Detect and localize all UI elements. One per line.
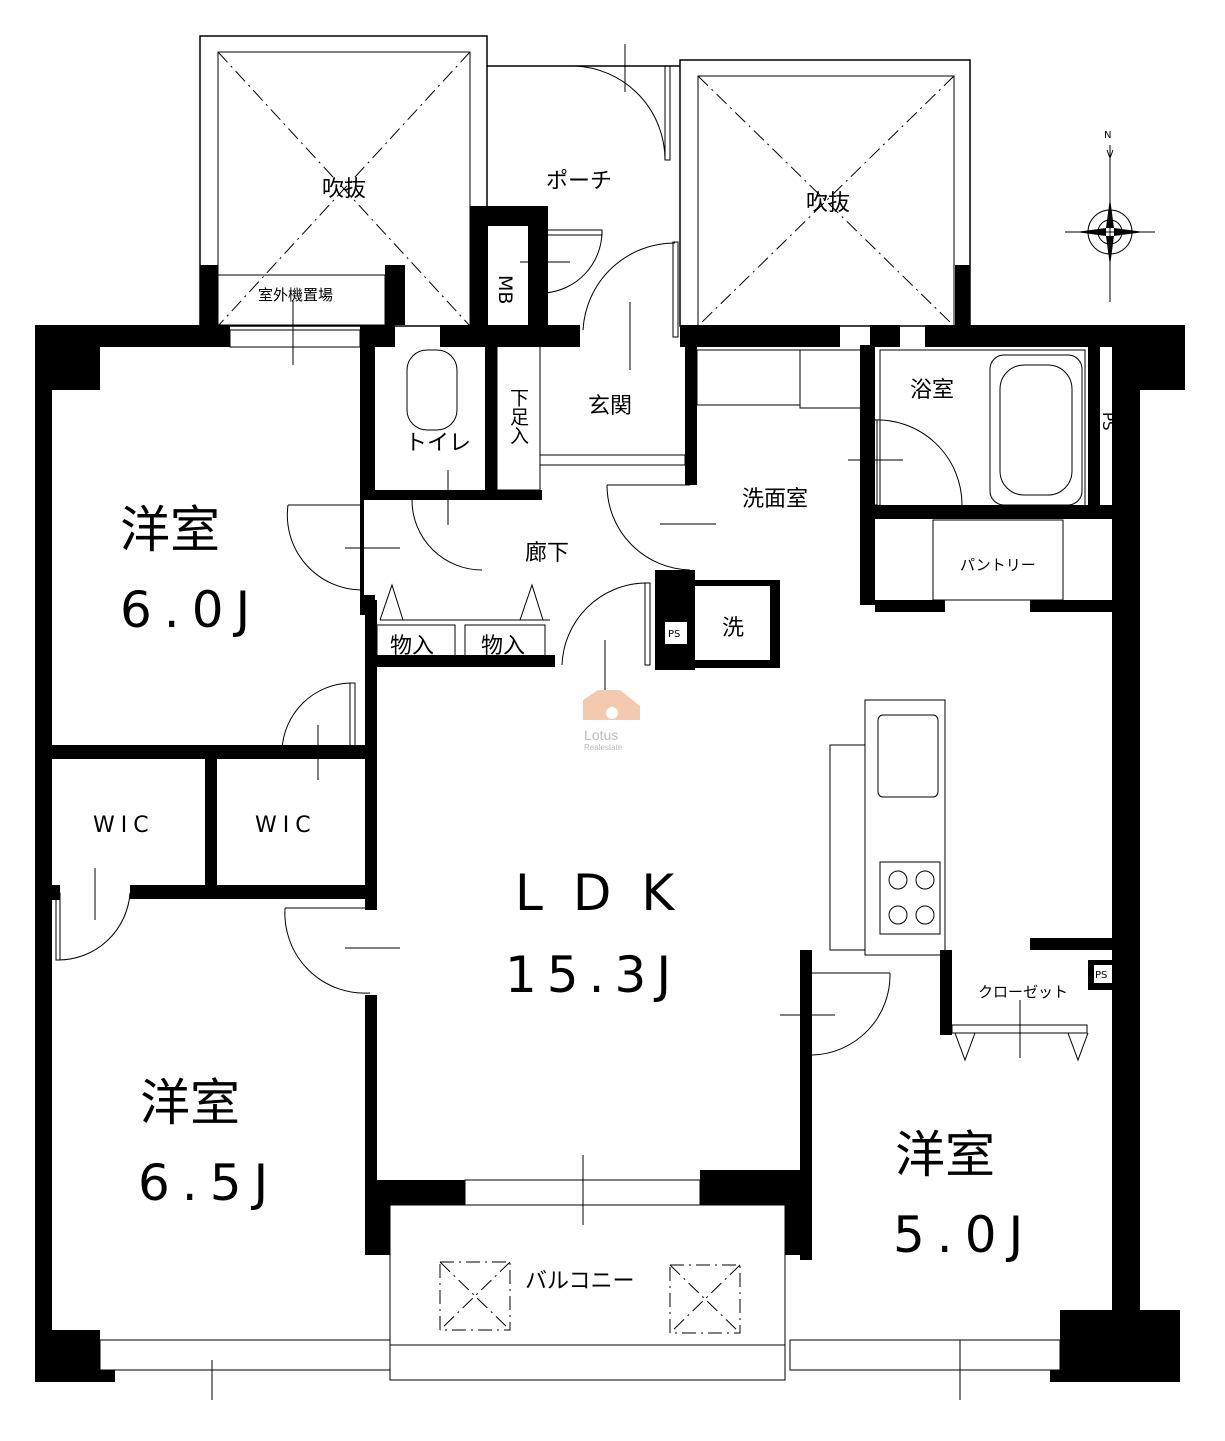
label-ldk-name: LDK <box>515 864 704 922</box>
label-western1-size: 6.0J <box>120 581 262 639</box>
balcony-units <box>439 1261 741 1334</box>
label-outdoor-unit: 室外機置場 <box>258 286 333 304</box>
label-western3-size: 5.0J <box>893 1206 1035 1264</box>
interior-walls <box>50 345 1115 1381</box>
label-western2-size: 6.5J <box>138 1154 280 1212</box>
label-bathroom: 浴室 <box>910 378 954 403</box>
label-ps-mid: PS <box>668 629 680 640</box>
porch <box>470 44 680 370</box>
compass-north-label: N <box>1104 130 1111 141</box>
label-washroom: 洗面室 <box>742 487 808 512</box>
watermark-sub: Realestate <box>584 743 623 752</box>
label-storage-2: 物入 <box>481 634 525 659</box>
label-hallway: 廊下 <box>525 541 569 566</box>
label-closet: クローゼット <box>978 983 1068 1001</box>
label-western3-name: 洋室 <box>895 1126 995 1184</box>
label-ps-right: PS <box>1095 970 1107 981</box>
label-entrance: 玄関 <box>588 394 632 419</box>
label-shoe-storage: 下足入 <box>507 388 529 445</box>
label-void-right: 吹抜 <box>806 191 850 216</box>
label-western1-name: 洋室 <box>120 501 220 559</box>
label-toilet: トイレ <box>405 431 471 456</box>
label-washer: 洗 <box>722 616 744 641</box>
label-western2-name: 洋室 <box>140 1074 240 1132</box>
label-wic-2: WIC <box>255 813 317 838</box>
compass-icon: N <box>1065 130 1155 302</box>
label-porch: ポーチ <box>546 169 612 194</box>
label-pantry: パントリー <box>960 556 1036 574</box>
watermark-brand: Lotus <box>584 727 618 743</box>
label-balcony: バルコニー <box>525 1269 635 1294</box>
room-labels: 吹抜 吹抜 ポーチ 室外機置場 MB トイレ 下足入 玄関 浴室 PS 洗面室 … <box>93 169 1117 1294</box>
exterior-walls <box>35 300 1185 1400</box>
label-ps-top: PS <box>1099 412 1117 431</box>
label-wic-1: WIC <box>93 813 155 838</box>
watermark-logo: Lotus Realestate <box>583 690 640 752</box>
label-mb: MB <box>494 275 516 304</box>
doors <box>55 419 1089 1062</box>
void-left <box>199 35 488 327</box>
label-void-left: 吹抜 <box>322 177 366 202</box>
fixtures <box>406 344 1086 956</box>
label-ldk-size: 15.3J <box>505 946 681 1004</box>
label-storage-1: 物入 <box>390 634 434 659</box>
